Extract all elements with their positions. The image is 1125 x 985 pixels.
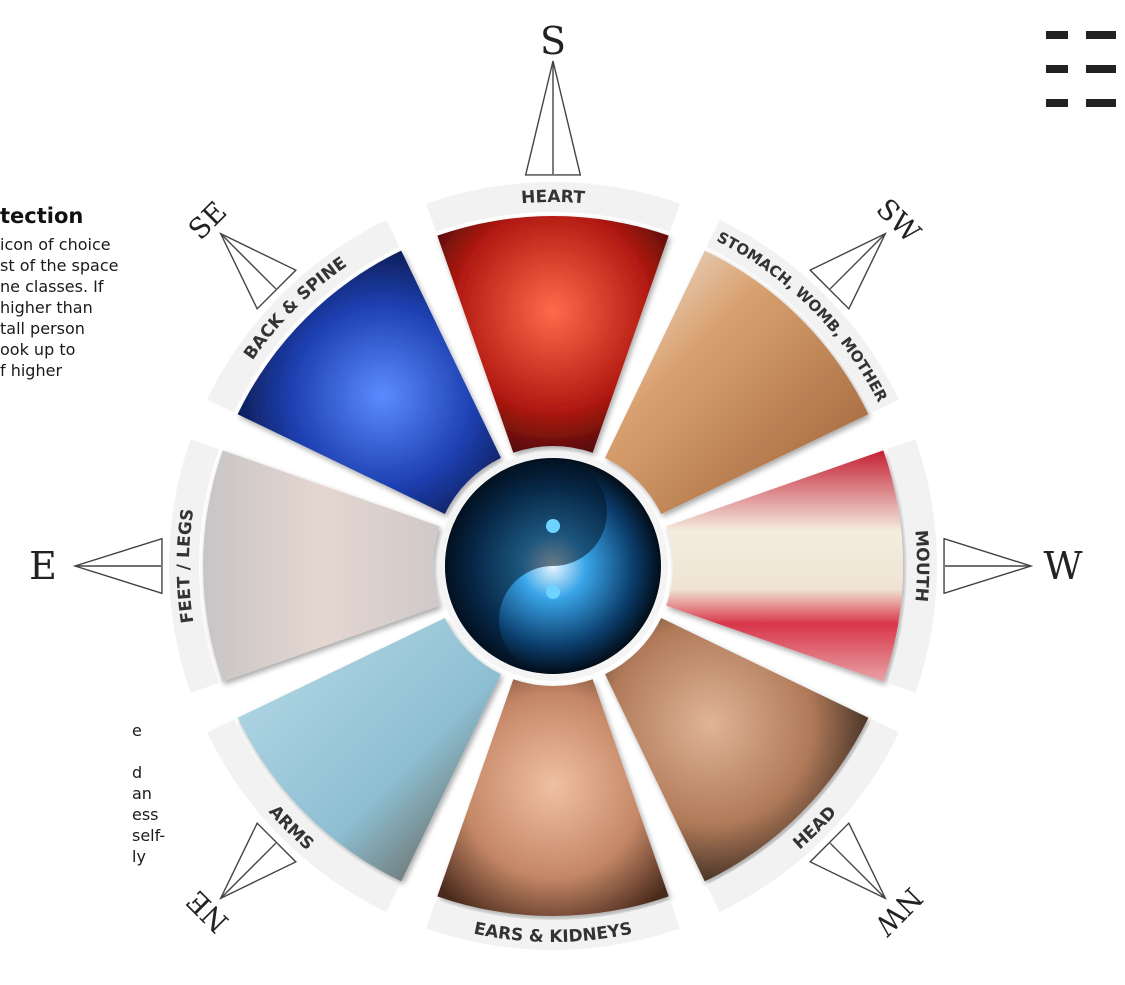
yin-yang-icon <box>438 451 668 681</box>
segment-label: HEART <box>521 187 586 208</box>
compass-s: S <box>540 19 566 63</box>
compass-w: W <box>1043 544 1082 588</box>
compass-e: E <box>29 544 57 588</box>
segment-label: MOUTH <box>910 529 932 602</box>
